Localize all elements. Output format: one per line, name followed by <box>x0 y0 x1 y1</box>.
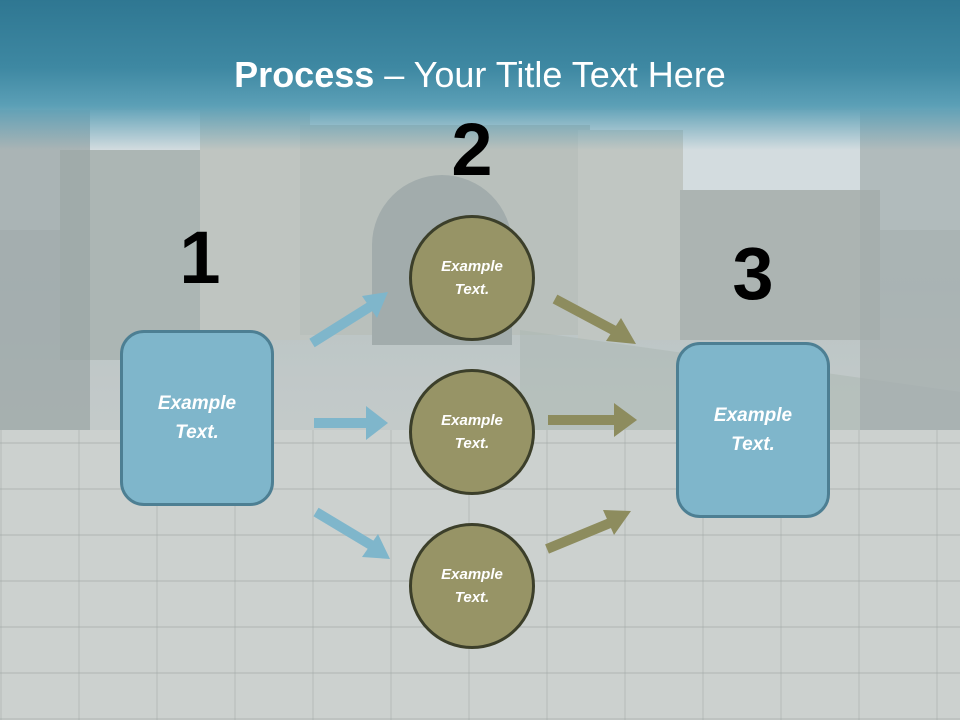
arrow-blue-down <box>313 507 390 559</box>
circle-top-text: Example Text. <box>441 258 503 298</box>
title-band <box>0 0 960 150</box>
background-tree-left <box>0 110 90 470</box>
step-2-circle-top: Example Text. <box>409 215 535 341</box>
arrow-olive-down <box>552 294 636 344</box>
circle-bottom-text: Example Text. <box>441 566 503 606</box>
circle-middle-text: Example Text. <box>441 412 503 452</box>
step-2-circle-middle: Example Text. <box>409 369 535 495</box>
arrow-blue-middle <box>314 406 388 440</box>
arrow-olive-up <box>545 510 631 554</box>
step-2-circle-bottom: Example Text. <box>409 523 535 649</box>
step-1-box: Example Text. <box>120 330 274 506</box>
arrow-blue-up <box>309 292 388 348</box>
slide-title: Process – Your Title Text Here <box>0 52 960 98</box>
step-3-box: Example Text. <box>676 342 830 518</box>
step-1-text: Example Text. <box>157 393 237 443</box>
arrow-olive-middle <box>548 403 637 437</box>
step-number-2: 2 <box>451 108 493 191</box>
title-rest: – Your Title Text Here <box>374 54 726 95</box>
step-number-1: 1 <box>179 216 221 299</box>
step-number-3: 3 <box>732 232 774 315</box>
background-tower-right <box>578 130 683 340</box>
background-wall-right <box>680 190 880 340</box>
background-tree-right <box>860 110 960 440</box>
title-bold: Process <box>234 54 375 95</box>
step-3-text: Example Text. <box>713 405 793 455</box>
